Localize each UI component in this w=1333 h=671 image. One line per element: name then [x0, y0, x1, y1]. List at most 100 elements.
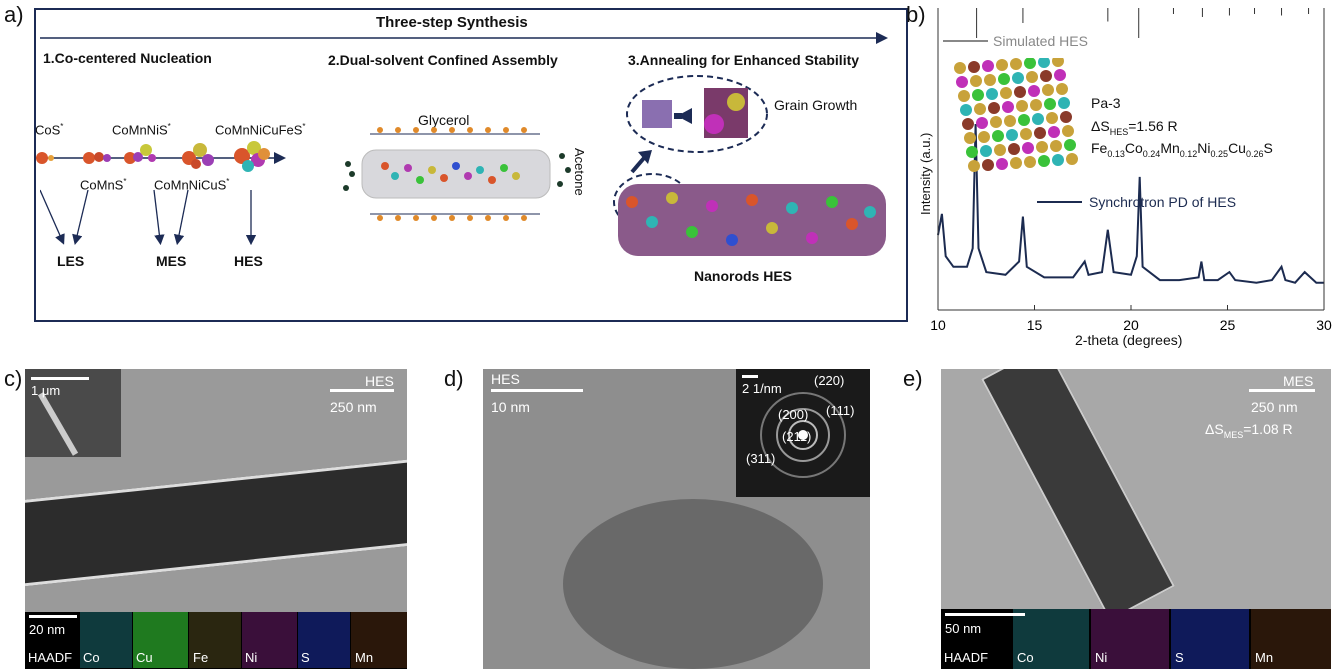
legend-sim-swatch — [943, 40, 988, 42]
lattice-atom — [1040, 70, 1052, 82]
entropy-mes: ΔSMES=1.08 R — [1205, 421, 1293, 440]
nanorods-label: Nanorods HES — [694, 268, 793, 284]
panel-e-letter: e) — [903, 366, 923, 391]
lattice-atom — [976, 117, 988, 129]
synchrotron-line — [937, 123, 1324, 284]
lattice-atom — [1016, 100, 1028, 112]
ring-111: (111) — [826, 403, 855, 418]
lattice-atom — [994, 144, 1006, 156]
confined-assembly-diagram — [343, 127, 571, 221]
lattice-atom — [1020, 128, 1032, 140]
ring-311: (311) — [746, 451, 776, 466]
lattice-atom — [972, 89, 984, 101]
lattice-atom — [966, 146, 978, 158]
map-label-ni: Ni — [245, 650, 258, 665]
x-tick-label: 20 — [1123, 317, 1139, 333]
nucleation-diagram — [36, 141, 286, 172]
lattice-atom — [986, 88, 998, 100]
lattice-atom — [992, 130, 1004, 142]
tem-image-hes: 1 μm HES 250 nm 20 nm HAADF Co Cu Fe Ni … — [25, 369, 407, 669]
grain-growth-label: Grain Growth — [774, 97, 858, 113]
xrd-ylabel: Intensity (a.u.) — [918, 132, 933, 215]
lattice-atom — [956, 76, 968, 88]
map-label-haadf: HAADF — [28, 650, 73, 665]
panel-b-letter: b) — [906, 2, 926, 27]
tem-scale-label: 250 nm — [330, 399, 377, 415]
sem-inset: 1 μm — [25, 369, 121, 457]
hes-tag: HES — [365, 373, 394, 389]
legend-simulated: Simulated HES — [993, 33, 1088, 49]
eds-maps: 20 nm HAADF Co Cu Fe Ni S Mn — [25, 612, 407, 669]
lattice-atom — [1022, 142, 1034, 154]
map-label-cu: Cu — [136, 650, 153, 665]
simulated-pattern — [976, 8, 1310, 38]
lattice-atom — [1052, 154, 1064, 166]
lattice-atom — [982, 60, 994, 72]
lattice-atom — [1036, 141, 1048, 153]
fft-scale-label: 2 1/nm — [742, 381, 782, 396]
map-label-mn: Mn — [355, 650, 374, 665]
lattice-atom — [1058, 97, 1070, 109]
mes-eds-scale-bar — [945, 613, 1025, 616]
space-group: Pa-3 — [1091, 95, 1121, 111]
lattice-atom — [1050, 140, 1062, 152]
acetone-label: Acetone — [572, 148, 587, 196]
eds-scale-label: 20 nm — [29, 622, 66, 637]
lattice-atom — [996, 59, 1008, 71]
lattice-atom — [968, 61, 980, 73]
annealing-diagram — [613, 75, 886, 256]
lattice-atom — [974, 103, 986, 115]
lattice-atom — [1044, 98, 1056, 110]
ring-220: (220) — [814, 373, 845, 388]
tem-scale-bar — [330, 389, 394, 392]
lattice-atom — [1054, 69, 1066, 81]
lattice-atom — [960, 104, 972, 116]
panel-a-letter: a) — [4, 2, 24, 27]
mes-map-label-s: S — [1175, 650, 1184, 665]
mes-map-label-co: Co — [1017, 650, 1034, 665]
lattice-atom — [1024, 156, 1036, 168]
lattice-atom — [1064, 139, 1076, 151]
species-comnnicus: CoMnNiCuS* — [154, 177, 230, 193]
lattice-atom — [996, 158, 1008, 170]
lattice-atom — [1000, 87, 1012, 99]
tem-image-mes: MES 250 nm ΔSMES=1.08 R 50 nm HAADF Co N… — [941, 369, 1331, 669]
lattice-atom — [964, 132, 976, 144]
lattice-atom — [1046, 112, 1058, 124]
panel-d-letter: d) — [444, 366, 464, 391]
map-label-s: S — [301, 650, 310, 665]
hrtem-scale-label: 10 nm — [491, 399, 530, 415]
product-hes: HES — [234, 253, 263, 269]
lattice-atom — [1026, 71, 1038, 83]
mes-scale-bar — [1249, 389, 1315, 392]
mes-eds-maps: 50 nm HAADF Co Ni S Mn — [941, 609, 1331, 669]
eds-scale-bar — [29, 615, 77, 618]
synthesis-header: Three-step Synthesis — [376, 14, 528, 31]
lattice-atom — [1038, 155, 1050, 167]
xrd-xlabel: 2-theta (degrees) — [1075, 332, 1183, 348]
product-les: LES — [57, 253, 85, 269]
lattice-atom — [1030, 99, 1042, 111]
x-tick-label: 15 — [1027, 317, 1043, 333]
lattice-atom — [1052, 58, 1064, 67]
lattice-atom — [978, 131, 990, 143]
lattice-atom — [1028, 85, 1040, 97]
x-tick-label: 30 — [1316, 317, 1332, 333]
species-cos: CoS* — [35, 122, 64, 138]
step1-title: 1.Co-centered Nucleation — [43, 50, 212, 66]
lattice-atom — [958, 90, 970, 102]
product-arrows — [40, 189, 257, 246]
lattice-atom — [1004, 115, 1016, 127]
lattice-atom — [1008, 143, 1020, 155]
x-tick-label: 10 — [930, 317, 946, 333]
inset-scale-bar — [31, 377, 89, 380]
mes-map-label-mn: Mn — [1255, 650, 1274, 665]
lattice-atom — [1014, 86, 1026, 98]
lattice-atom — [984, 74, 996, 86]
lattice-atom — [1012, 72, 1024, 84]
species-comnnis: CoMnNiS* — [112, 122, 171, 138]
species-comnnicufes: CoMnNiCuFeS* — [215, 122, 306, 138]
lattice-atom — [962, 118, 974, 130]
